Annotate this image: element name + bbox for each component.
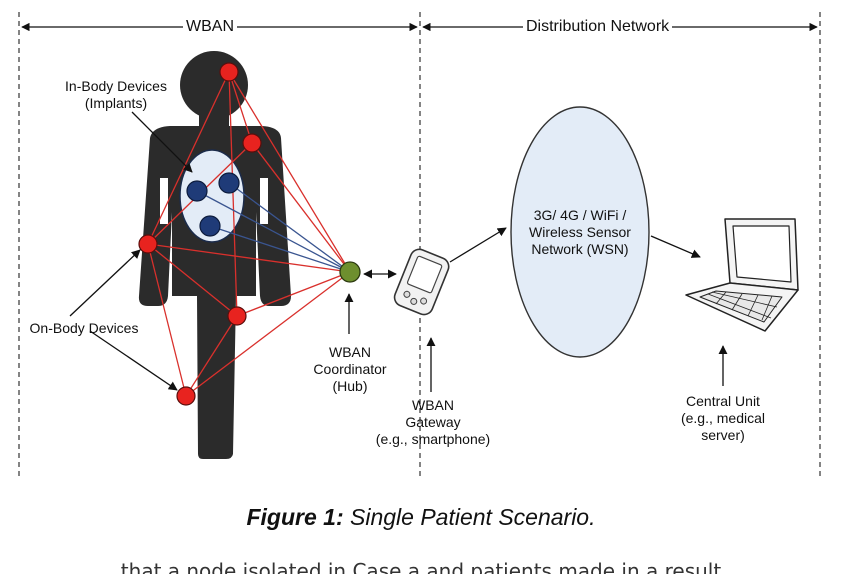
on-body-node: [138, 234, 158, 254]
on-body-node: [176, 386, 196, 406]
network-server-arrow: [650, 235, 701, 258]
on-body-links: [147, 71, 351, 397]
network-label: 3G/ 4G / WiFi / Wireless Sensor Network …: [529, 207, 631, 257]
gateway-label: WBAN Gateway (e.g., smartphone): [375, 397, 491, 447]
on-body-devices-label: On-Body Devices: [29, 320, 139, 336]
network-cloud: [510, 106, 650, 358]
in-body-label-arrow: [131, 111, 193, 173]
figure-caption-text: Single Patient Scenario.: [350, 504, 596, 530]
gateway-network-arrow: [449, 227, 507, 263]
on-body-node: [227, 306, 247, 326]
figure-caption: Figure 1: Single Patient Scenario.: [0, 503, 842, 531]
laptop-icon: [685, 218, 799, 332]
in-body-node: [186, 180, 208, 202]
on-body-node: [242, 133, 262, 153]
on-body-nodes: [138, 62, 262, 406]
on-body-label-arrow-lower: [89, 330, 178, 391]
on-body-node: [219, 62, 239, 82]
in-body-links: [196, 182, 351, 273]
cropped-body-text: that a node isolated in Case a and patie…: [120, 559, 722, 574]
coordinator-label: WBAN Coordinator (Hub): [313, 344, 387, 394]
central-unit-label: Central Unit (e.g., medical server): [680, 393, 766, 443]
smartphone-icon: [393, 248, 450, 316]
wban-coordinator-hub: [339, 261, 361, 283]
in-body-node: [199, 215, 221, 237]
wban-section-header: WBAN: [183, 18, 237, 36]
in-body-nodes: [186, 172, 240, 237]
in-body-node: [218, 172, 240, 194]
figure-caption-label: Figure 1:: [246, 504, 344, 530]
distribution-section-header: Distribution Network: [523, 18, 673, 36]
on-body-label-arrow: [69, 249, 141, 317]
in-body-devices-label: In-Body Devices (Implants): [65, 78, 167, 111]
